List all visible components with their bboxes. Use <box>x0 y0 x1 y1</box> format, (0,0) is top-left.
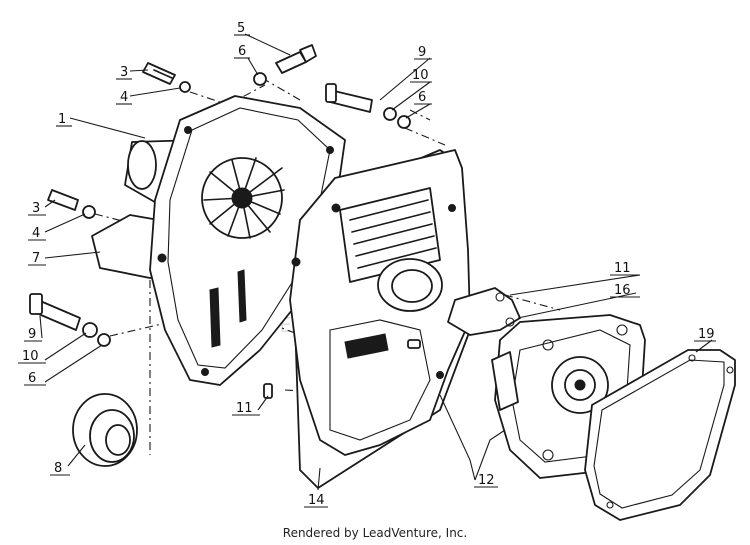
callout-14: 14 <box>308 493 325 508</box>
footer-credit: Rendered by LeadVenture, Inc. <box>282 526 468 540</box>
center-housing <box>263 149 471 456</box>
callout-5: 5 <box>237 21 245 36</box>
callout-7: 7 <box>32 251 40 266</box>
callout-6: 6 <box>238 44 246 59</box>
callout-3: 3 <box>120 65 128 80</box>
callout-9: 9 <box>418 45 426 60</box>
callout-6b: 6 <box>418 90 426 105</box>
callout-11b: 11 <box>236 401 253 416</box>
bolts <box>29 44 411 347</box>
callout-11: 11 <box>614 261 631 276</box>
gasket-16 <box>447 287 521 336</box>
callout-12: 12 <box>478 473 495 488</box>
callout-10b: 10 <box>22 349 39 364</box>
callout-19: 19 <box>698 327 715 342</box>
callout-6c: 6 <box>28 371 36 386</box>
callout-labels: 1 3 4 5 6 9 10 6 3 4 7 11 16 9 10 6 19 <box>18 21 716 508</box>
callout-10: 10 <box>412 68 429 83</box>
callout-16: 16 <box>614 283 631 298</box>
callout-4b: 4 <box>32 226 40 241</box>
callout-3b: 3 <box>32 201 40 216</box>
callout-4: 4 <box>120 90 128 105</box>
callout-9b: 9 <box>28 327 36 342</box>
gasket-19 <box>584 349 736 521</box>
housing-1 <box>124 95 346 386</box>
callout-1: 1 <box>58 112 66 127</box>
seal-8 <box>72 393 138 467</box>
callout-8: 8 <box>54 461 62 476</box>
